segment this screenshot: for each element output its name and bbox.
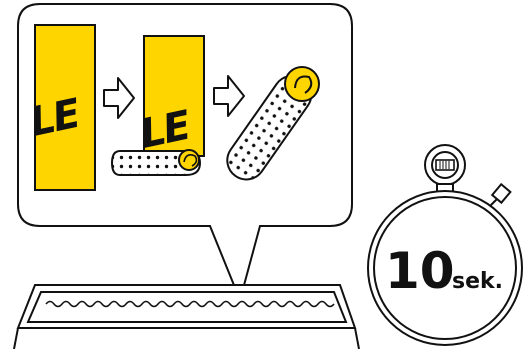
label-step-1: LE bbox=[25, 25, 95, 190]
curl-end bbox=[285, 67, 319, 101]
timer-unit: sek. bbox=[452, 269, 503, 294]
container-tub bbox=[14, 285, 359, 349]
timer-number: 10 bbox=[385, 242, 455, 300]
stopwatch-icon: 10 sek. bbox=[368, 145, 522, 345]
